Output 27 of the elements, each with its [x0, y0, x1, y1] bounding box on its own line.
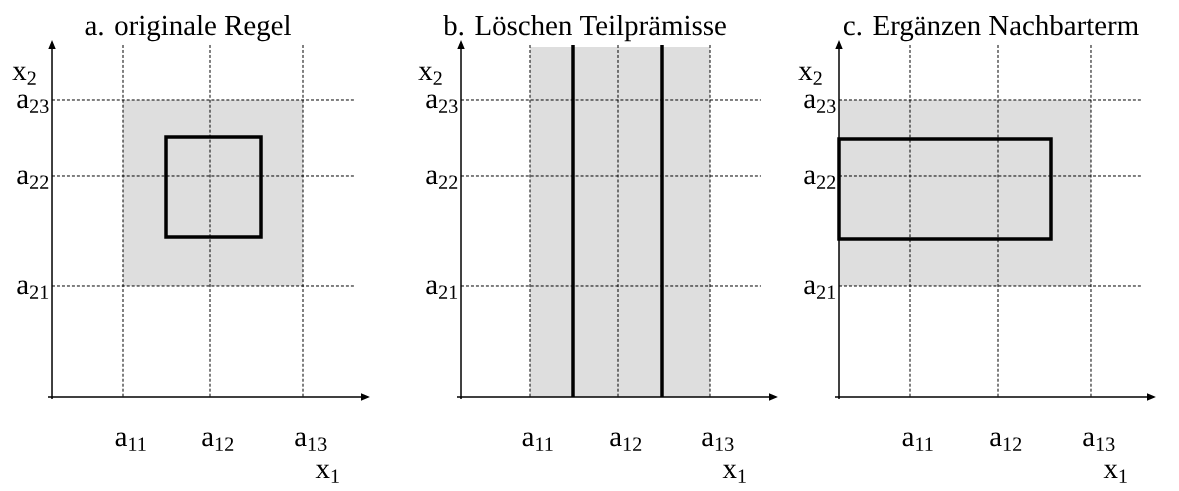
- axis-label: x$_{2}$: [798, 66, 822, 85]
- tick-label: a$_{11}$: [522, 432, 553, 451]
- axis-label: x$_{2}$: [12, 66, 36, 85]
- tick-label: a$_{23}$: [426, 94, 458, 114]
- axis-label: x$_{1}$: [1103, 464, 1127, 483]
- tick-label: a$_{23}$: [17, 94, 49, 114]
- panel-title: b. Löschen Teilprämisse: [443, 14, 726, 42]
- panel-title: c. Ergänzen Nachbarterm: [843, 14, 1139, 42]
- tick-label: a$_{22}$: [17, 170, 49, 189]
- tick-label: a$_{13}$: [295, 432, 327, 452]
- tick-label: a$_{11}$: [115, 432, 146, 451]
- tick-label: a$_{11}$: [902, 432, 933, 451]
- tick-label: a$_{21}$: [804, 280, 836, 299]
- panel-title: a. originale Regel: [85, 14, 291, 42]
- axis-label: x$_{2}$: [418, 66, 442, 85]
- tick-label: a$_{21}$: [426, 280, 458, 299]
- axis-label: x$_{1}$: [315, 464, 339, 483]
- tick-label: a$_{22}$: [426, 170, 458, 189]
- tick-label: a$_{12}$: [610, 432, 642, 451]
- tick-label: a$_{13}$: [1083, 432, 1115, 452]
- tick-label: a$_{13}$: [702, 432, 734, 452]
- tick-label: a$_{23}$: [804, 94, 836, 114]
- tick-label: a$_{22}$: [804, 170, 836, 189]
- tick-label: a$_{21}$: [17, 280, 49, 299]
- tick-label: a$_{12}$: [990, 432, 1022, 451]
- axis-label: x$_{1}$: [722, 464, 746, 483]
- tick-label: a$_{12}$: [202, 432, 234, 451]
